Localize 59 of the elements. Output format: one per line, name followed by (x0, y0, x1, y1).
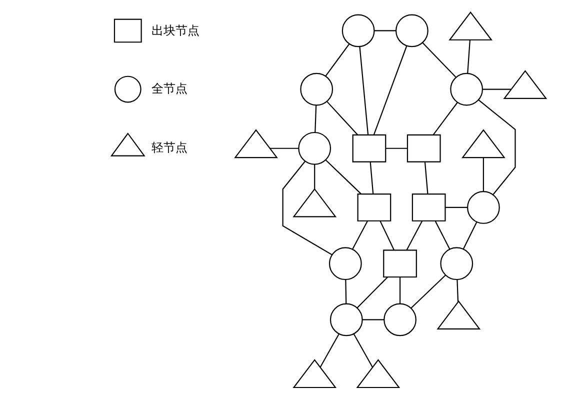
connector (482, 158, 484, 192)
connector (434, 220, 450, 250)
node-triangle (502, 70, 547, 100)
legend-label: 轻节点 (151, 140, 188, 154)
node-box (411, 194, 446, 222)
connector (314, 105, 316, 132)
connector (314, 164, 315, 189)
node-triangle (448, 11, 492, 40)
node-triangle (292, 359, 336, 388)
node-circle (440, 247, 473, 280)
node-circle (395, 14, 428, 48)
connector (410, 274, 446, 308)
node-circle (383, 303, 416, 336)
connector (352, 220, 368, 250)
connector (358, 46, 368, 135)
connector (344, 280, 346, 304)
node-circle (341, 14, 374, 48)
node-circle (328, 247, 362, 280)
node-circle (450, 72, 483, 106)
connector (369, 162, 374, 194)
connector (326, 101, 358, 136)
node-box (352, 134, 386, 162)
connector (352, 334, 373, 368)
connector (385, 148, 407, 149)
connector (372, 46, 407, 136)
node-triangle (461, 129, 505, 158)
connector (462, 222, 477, 250)
legend-label: 全节点 (151, 81, 188, 96)
connector (456, 280, 458, 302)
connector (406, 220, 422, 250)
connector (444, 206, 467, 208)
legend-label: 出块节点 (151, 23, 200, 38)
node-triangle (436, 300, 480, 330)
connector (270, 148, 298, 149)
connector (282, 161, 332, 256)
connector (324, 160, 361, 194)
node-circle (466, 191, 500, 224)
connector (478, 100, 516, 195)
connector (324, 44, 350, 76)
connector (466, 40, 470, 74)
connector (422, 42, 456, 78)
node-circle (298, 132, 331, 165)
connector (362, 319, 384, 320)
connector (319, 334, 339, 368)
node-triangle (356, 359, 400, 388)
node-box (382, 250, 416, 278)
connector (356, 276, 388, 308)
connector (379, 220, 394, 250)
node-box (406, 134, 440, 162)
node-triangle (292, 188, 336, 218)
node-circle (329, 303, 362, 336)
connector (424, 162, 428, 194)
node-box (356, 194, 391, 222)
connector (432, 102, 458, 136)
connector (482, 88, 510, 90)
connector (374, 30, 396, 32)
connector (398, 277, 400, 304)
node-triangle (234, 129, 278, 158)
node-circle (300, 72, 333, 106)
